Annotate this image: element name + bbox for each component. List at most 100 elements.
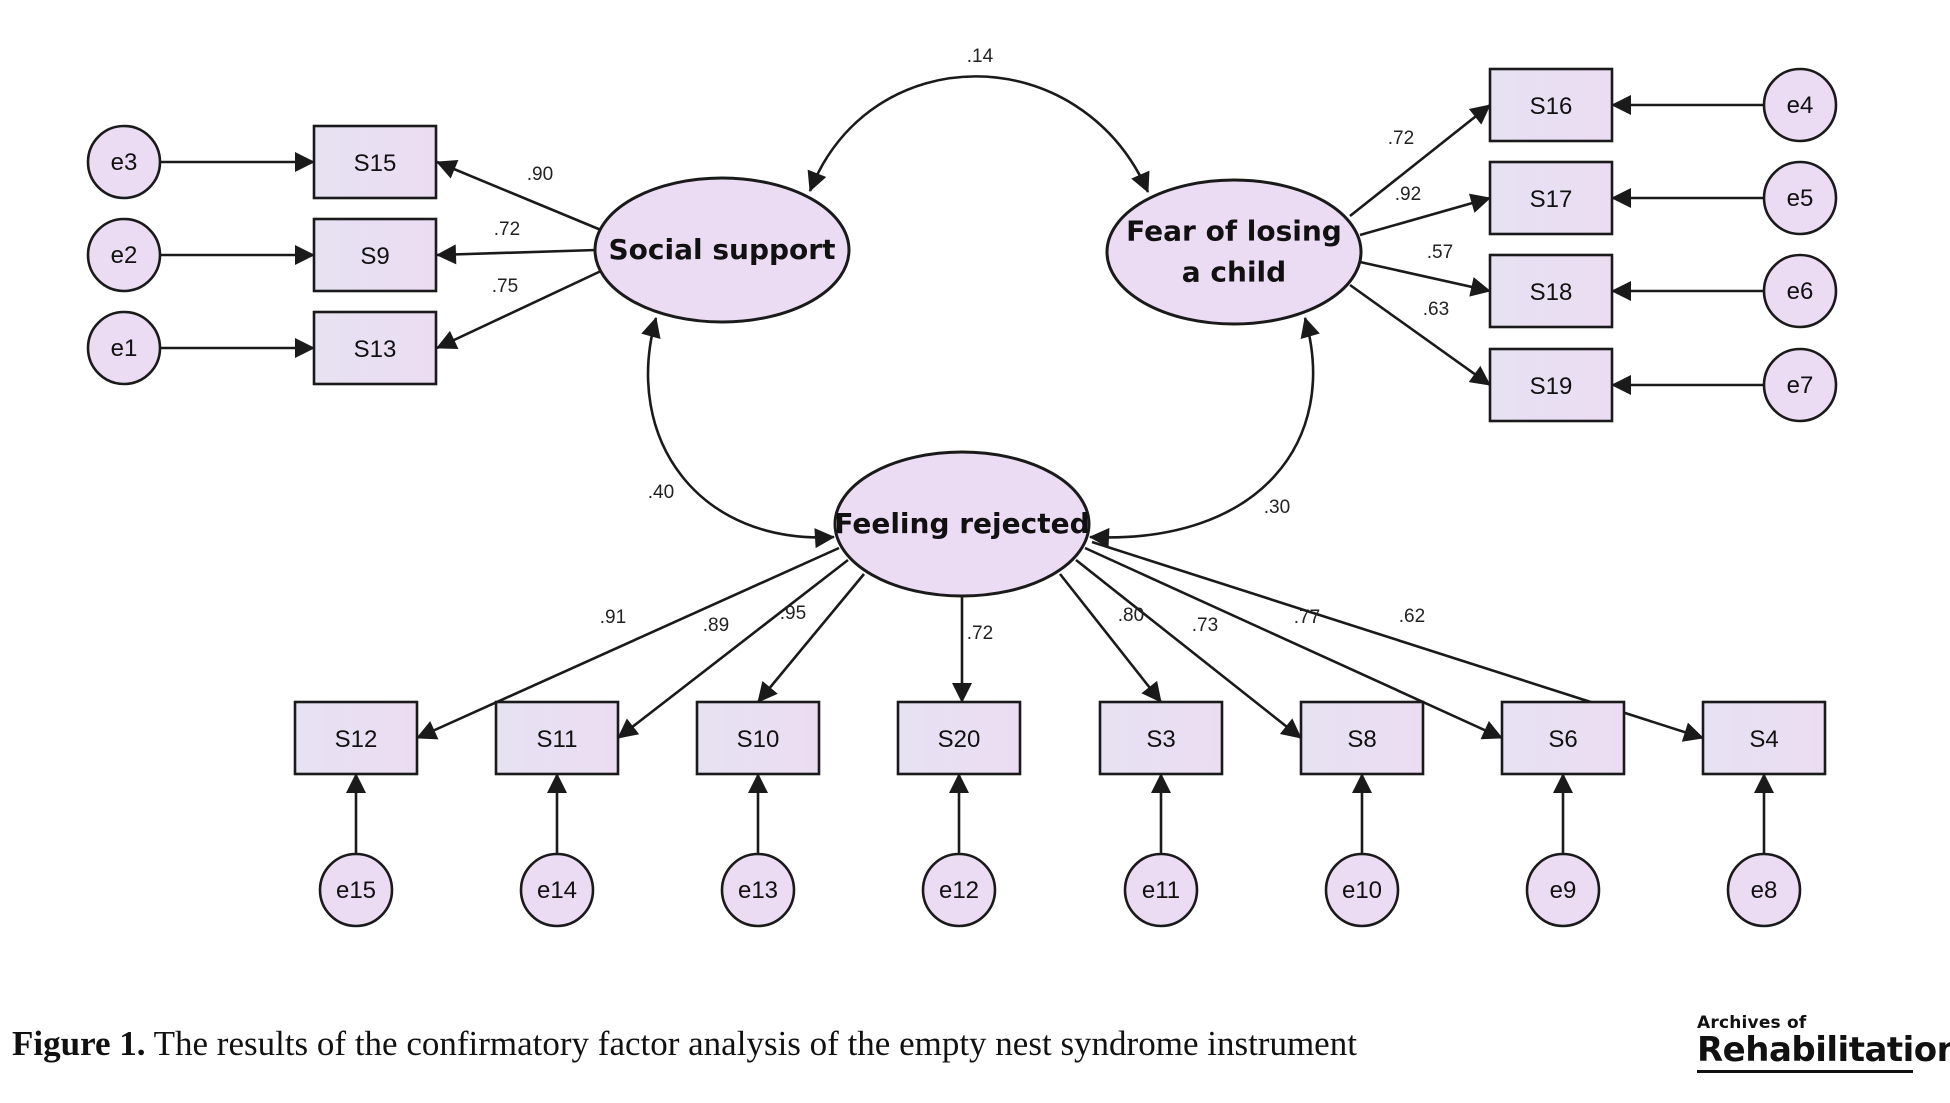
latent-label-fear: a child [1182, 256, 1286, 289]
loading-path-s17 [1359, 193, 1491, 237]
cfa-path-diagram: Social support Fear of losing a childFeeli… [86, 46, 1838, 928]
loading-label-s18: .57 [1427, 242, 1453, 263]
error-label-e11: e11 [1142, 877, 1180, 904]
error-term-e10 [1324, 852, 1400, 928]
observed-label-s15: S15 [354, 150, 397, 177]
observed-item-s18 [1488, 253, 1614, 329]
correlation-label-social-fear: .14 [967, 46, 994, 67]
figure-caption-label: Figure 1. [12, 1024, 146, 1063]
observed-item-s3 [1098, 700, 1224, 776]
observed-item-s9 [312, 217, 438, 293]
error-label-e15: e15 [336, 877, 376, 904]
observed-item-s10 [695, 700, 821, 776]
correlation-label-fear-reject: .30 [1264, 497, 1290, 518]
logo-line1: Archives of [1697, 1013, 1807, 1033]
loading-label-s17: .92 [1395, 184, 1421, 205]
latent-factor-fear [1105, 178, 1363, 326]
observed-label-s6: S6 [1548, 726, 1577, 753]
observed-label-s18: S18 [1530, 279, 1573, 306]
loading-label-s10: .95 [780, 603, 806, 624]
observed-label-s16: S16 [1530, 93, 1573, 120]
correlation-label-social-reject: .40 [648, 482, 674, 503]
latent-label-social: Social support [609, 233, 836, 266]
loading-label-s13: .75 [492, 276, 518, 297]
error-label-e2: e2 [111, 242, 138, 269]
figure-caption-text: The results of the confirmatory factor a… [145, 1024, 1357, 1063]
loading-label-s12: .91 [600, 607, 626, 628]
error-label-e12: e12 [939, 877, 979, 904]
correlation-arc-social-reject [641, 317, 835, 549]
error-term-e3 [86, 124, 162, 200]
error-term-e5 [1762, 160, 1838, 236]
observed-label-s17: S17 [1530, 186, 1573, 213]
loading-path-s10 [756, 573, 866, 703]
observed-label-s4: S4 [1749, 726, 1778, 753]
loading-label-s4: .62 [1399, 606, 1425, 627]
observed-label-s12: S12 [335, 726, 378, 753]
error-label-e13: e13 [738, 877, 778, 904]
logo-line2: Rehabilitation [1697, 1030, 1950, 1070]
loading-path-s19 [1349, 283, 1491, 387]
error-term-e7 [1762, 347, 1838, 423]
loading-path-s3 [1058, 573, 1163, 703]
observed-item-s20 [896, 700, 1022, 776]
error-label-e6: e6 [1787, 278, 1814, 305]
observed-label-s20: S20 [938, 726, 981, 753]
observed-item-s16 [1488, 67, 1614, 143]
loading-label-s15: .90 [527, 164, 553, 185]
error-term-e11 [1123, 852, 1199, 928]
loading-label-s9: .72 [494, 219, 520, 240]
error-term-e15 [318, 852, 394, 928]
observed-label-s13: S13 [354, 336, 397, 363]
correlation-arc-social-fear [807, 75, 1150, 193]
loading-label-s11: .89 [703, 615, 729, 636]
loading-path-s12 [416, 546, 840, 740]
error-label-e9: e9 [1550, 877, 1577, 904]
latent-label-reject: Feeling rejected [834, 507, 1089, 540]
observed-item-s11 [494, 700, 620, 776]
loading-label-s19: .63 [1423, 299, 1449, 320]
observed-item-s8 [1299, 700, 1425, 776]
latent-label-fear: Fear of losing [1126, 215, 1342, 248]
error-label-e10: e10 [1342, 877, 1382, 904]
loading-label-s16: .72 [1388, 128, 1414, 149]
observed-item-s12 [293, 700, 419, 776]
observed-label-s8: S8 [1347, 726, 1376, 753]
observed-label-s9: S9 [360, 243, 389, 270]
loading-label-s20: .72 [967, 623, 993, 644]
observed-item-s6 [1500, 700, 1626, 776]
loading-path-s11 [617, 558, 849, 740]
loading-path-s18 [1359, 260, 1491, 297]
latent-factor-social [593, 176, 851, 324]
loading-label-s6: .77 [1294, 607, 1320, 628]
loading-path-s8 [1075, 558, 1302, 740]
loading-label-s3: .80 [1118, 605, 1144, 626]
error-term-e4 [1762, 67, 1838, 143]
loading-path-s9 [436, 244, 597, 265]
loading-path-s16 [1349, 103, 1491, 218]
error-label-e8: e8 [1751, 877, 1778, 904]
publisher-logo: Archives of Rehabilitation [1697, 1013, 1950, 1073]
error-term-e13 [720, 852, 796, 928]
loading-path-s15 [436, 160, 602, 232]
error-term-e12 [921, 852, 997, 928]
error-label-e4: e4 [1787, 92, 1814, 119]
error-label-e5: e5 [1787, 185, 1814, 212]
error-term-e8 [1726, 852, 1802, 928]
observed-label-s3: S3 [1146, 726, 1175, 753]
latent-factor-reject [833, 450, 1091, 598]
observed-item-s4 [1701, 700, 1827, 776]
error-label-e14: e14 [537, 877, 577, 904]
error-label-e1: e1 [111, 335, 138, 362]
error-label-e3: e3 [111, 149, 138, 176]
error-term-e9 [1525, 852, 1601, 928]
observed-item-s19 [1488, 347, 1614, 423]
error-term-e2 [86, 217, 162, 293]
loading-label-s8: .73 [1192, 615, 1218, 636]
loading-path-s6 [1084, 546, 1503, 740]
figure-caption: Figure 1. The results of the confirmator… [12, 1024, 1357, 1064]
observed-item-s15 [312, 124, 438, 200]
observed-item-s17 [1488, 160, 1614, 236]
error-label-e7: e7 [1787, 372, 1814, 399]
observed-label-s19: S19 [1530, 373, 1573, 400]
